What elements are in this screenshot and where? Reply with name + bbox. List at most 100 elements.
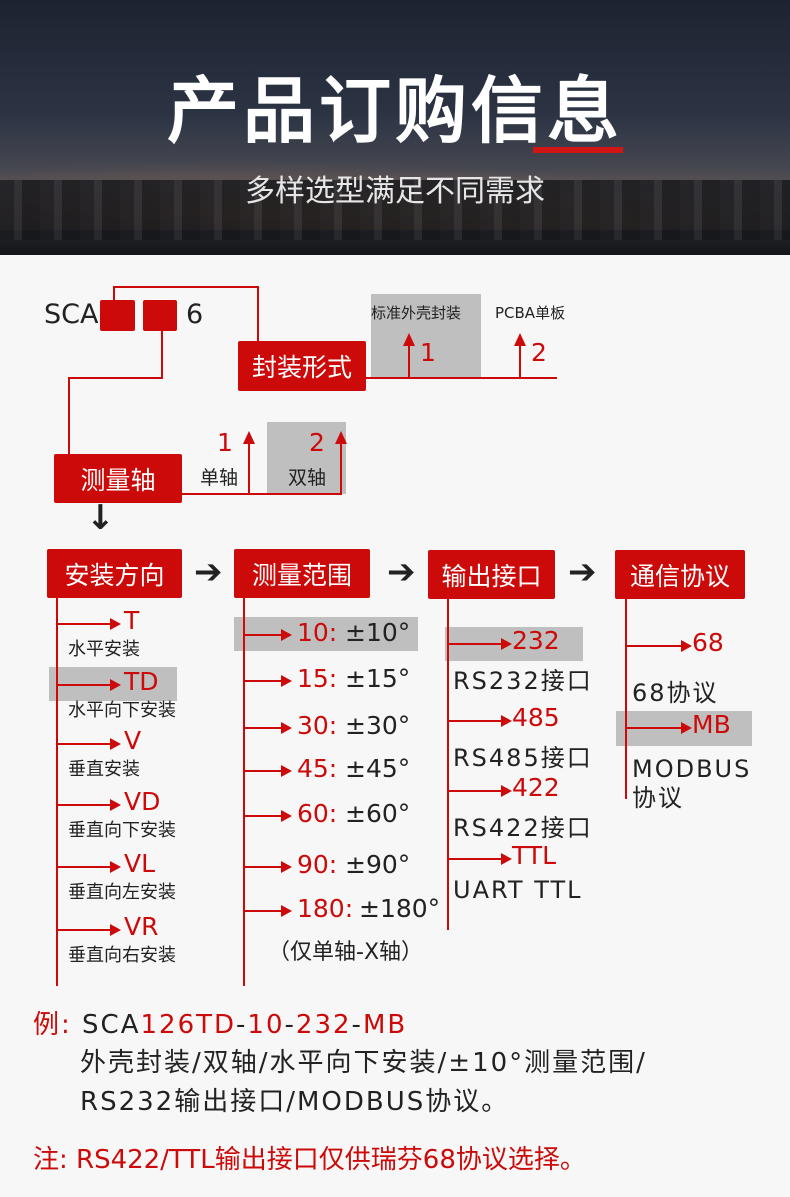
connector xyxy=(113,286,115,300)
example-part: MB xyxy=(362,1010,408,1040)
arrow-right-icon xyxy=(448,715,512,727)
arrow-right-icon xyxy=(244,629,292,641)
mount-line xyxy=(56,598,58,986)
range-item-desc: ±45° xyxy=(345,754,411,783)
connector xyxy=(161,331,163,379)
range-item-desc: ±90° xyxy=(345,850,411,879)
page-subtitle: 多样选型满足不同需求 xyxy=(245,174,545,209)
output-item-desc: UART TTL xyxy=(453,876,583,904)
axis-option-desc: 双轴 xyxy=(288,467,327,489)
package-code-slot xyxy=(100,300,135,331)
protocol-item-desc: MODBUS 协议 xyxy=(632,755,752,812)
output-item-desc: RS485接口 xyxy=(453,744,593,772)
mount-item-desc: 水平向下安装 xyxy=(68,700,176,721)
protocol-item-code: MB xyxy=(692,710,731,739)
model-prefix: SCA xyxy=(44,299,99,330)
mount-item-desc: 垂直安装 xyxy=(68,759,140,780)
mount-item-code: T xyxy=(124,606,140,635)
arrow-right-icon: ➔ xyxy=(194,552,223,592)
example-part: 10 xyxy=(247,1010,285,1040)
arrow-right-icon xyxy=(448,638,512,650)
example-part: - xyxy=(284,1010,296,1040)
package-label: 封装形式 xyxy=(238,341,366,391)
arrow-up-icon xyxy=(514,333,526,378)
note-label: 注: xyxy=(33,1145,68,1175)
arrow-up-icon xyxy=(243,431,255,494)
example-line1: 例: SCA126TD-10-232-MB xyxy=(33,1004,407,1041)
range-item-desc: ±15° xyxy=(345,664,411,693)
mount-item-desc: 垂直向右安装 xyxy=(68,945,176,966)
page-title: 产品订购信息 xyxy=(166,69,623,153)
package-option-code: 2 xyxy=(531,338,547,367)
arrow-right-icon xyxy=(244,675,292,687)
mount-item-code: TD xyxy=(124,667,159,696)
protocol-item-desc: 68协议 xyxy=(632,679,719,707)
axis-option-code: 2 xyxy=(309,428,325,457)
mount-item-code: V xyxy=(124,726,142,755)
connector xyxy=(365,377,557,379)
range-item-code: 90: xyxy=(297,850,338,879)
example-part: TD xyxy=(196,1010,237,1040)
range-item-desc: ±60° xyxy=(345,799,411,828)
range-line xyxy=(243,598,245,986)
arrow-right-icon: ➔ xyxy=(387,552,416,592)
arrow-right-icon xyxy=(626,640,692,652)
connector xyxy=(113,286,259,288)
package-option-desc: PCBA单板 xyxy=(495,304,566,322)
range-item-desc: ±180° xyxy=(359,894,441,923)
arrow-right-icon xyxy=(448,785,512,797)
axis-highlight xyxy=(267,422,346,494)
note-line: 注: RS422/TTL输出接口仅供瑞芬68协议选择。 xyxy=(33,1139,586,1176)
output-item-code: TTL xyxy=(512,841,557,870)
arrow-right-icon xyxy=(244,765,292,777)
connector xyxy=(68,377,163,379)
axis-code-slot xyxy=(143,300,177,331)
example-part: 126 xyxy=(140,1010,197,1040)
mount-item-code: VR xyxy=(124,912,159,941)
arrow-right-icon: ➔ xyxy=(568,552,597,592)
model-suffix: 6 xyxy=(186,299,204,330)
example-label: 例: xyxy=(33,1010,72,1040)
title-accent-bar xyxy=(533,147,623,153)
protocol-label: 通信协议 xyxy=(615,550,745,599)
example-line2: 外壳封装/双轴/水平向下安装/±10°测量范围/ xyxy=(80,1048,647,1078)
range-item-desc: ±30° xyxy=(345,711,411,740)
package-option-code: 1 xyxy=(420,338,436,367)
mount-label: 安装方向 xyxy=(47,549,182,598)
mount-item-code: VD xyxy=(124,787,161,816)
output-item-code: 232 xyxy=(512,626,560,655)
arrow-up-icon xyxy=(335,431,347,494)
arrow-right-icon xyxy=(57,799,121,811)
range-item-code: 60: xyxy=(297,799,338,828)
harbor-skyline xyxy=(0,180,790,240)
example-part: 232 xyxy=(295,1010,352,1040)
range-item-code: 180: xyxy=(297,894,354,923)
connector xyxy=(68,377,70,456)
axis-option-desc: 单轴 xyxy=(200,467,239,489)
mount-item-desc: 垂直向下安装 xyxy=(68,820,176,841)
header-banner: 产品订购信息 多样选型满足不同需求 xyxy=(0,0,790,255)
output-item-desc: RS232接口 xyxy=(453,667,593,695)
output-label: 输出接口 xyxy=(428,550,555,599)
range-label: 测量范围 xyxy=(234,549,370,598)
arrow-right-icon xyxy=(448,853,512,865)
arrow-down-icon: ↓ xyxy=(86,498,115,538)
output-line xyxy=(447,599,449,930)
output-item-code: 422 xyxy=(512,773,560,802)
package-highlight xyxy=(371,294,481,377)
protocol-line xyxy=(625,599,627,799)
arrow-right-icon xyxy=(57,738,121,750)
example-part: - xyxy=(351,1010,363,1040)
range-note: （仅单轴-X轴） xyxy=(268,940,424,965)
arrow-right-icon xyxy=(244,722,292,734)
arrow-right-icon xyxy=(244,905,292,917)
output-item-code: 485 xyxy=(512,703,560,732)
range-item-code: 15: xyxy=(297,664,338,693)
range-item-desc: ±10° xyxy=(345,618,411,647)
mount-item-desc: 垂直向左安装 xyxy=(68,882,176,903)
arrow-right-icon xyxy=(57,861,121,873)
example-part: SCA xyxy=(82,1010,141,1040)
range-item-code: 10: xyxy=(297,618,338,647)
range-item-code: 30: xyxy=(297,711,338,740)
arrow-up-icon xyxy=(403,333,415,378)
